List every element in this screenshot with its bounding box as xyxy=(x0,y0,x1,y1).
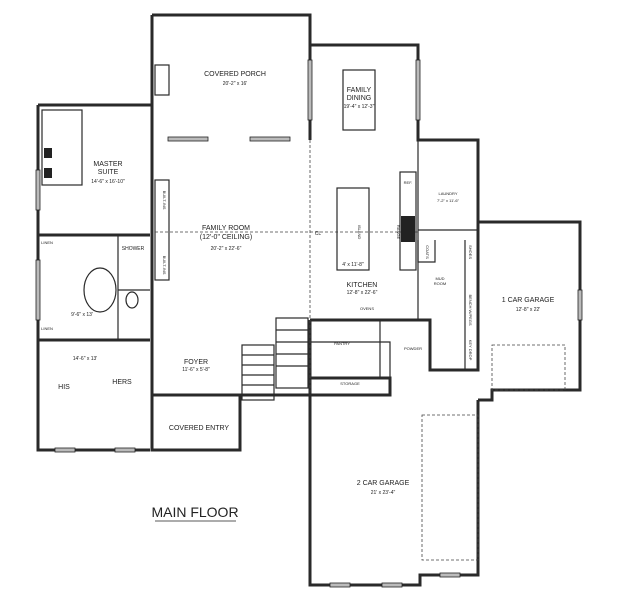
kitchen-dims: 12'-8" x 22'-6" xyxy=(347,290,378,296)
centerline-label: CL xyxy=(315,231,322,237)
master-suite-label: MASTER xyxy=(93,161,122,168)
family-room-ceiling: (12'-0" CEILING) xyxy=(200,234,252,241)
family-dining-label: FAMILY xyxy=(347,87,372,94)
family-dining-dims: 19'-4" x 12'-3" xyxy=(344,104,375,110)
master-suite-dims: 14'-6" x 16'-10" xyxy=(91,179,125,185)
one-car-garage-label: 1 CAR GARAGE xyxy=(502,297,555,304)
mud-room-label: MUD xyxy=(435,276,444,281)
mud-room-label-2: ROOM xyxy=(434,281,446,286)
walls xyxy=(35,13,583,588)
shoes-label: SHOES xyxy=(468,245,473,259)
master-suite-label-2: SUITE xyxy=(98,169,119,176)
family-room-dims: 20'-2" x 22'-6" xyxy=(211,246,242,252)
coats-label: COATS xyxy=(425,245,430,259)
one-car-garage-dims: 12'-8" x 22' xyxy=(516,307,541,313)
key-drop-label: KEY DROP xyxy=(468,340,473,361)
closet-dims: 14'-6" x 13' xyxy=(73,356,98,362)
family-dining-label-2: DINING xyxy=(347,95,372,102)
storage-label: STORAGE xyxy=(340,381,360,386)
covered-entry-label: COVERED ENTRY xyxy=(169,425,229,432)
ovens-label: OVENS xyxy=(360,306,374,311)
laundry-dims: 7'-2" x 11'-6" xyxy=(437,198,460,203)
family-room-label: FAMILY ROOM xyxy=(202,225,250,232)
linen-label: LINEN xyxy=(41,240,53,245)
foyer-dims: 11'-6" x 5'-8" xyxy=(182,367,210,373)
kitchen-label: KITCHEN xyxy=(347,282,378,289)
two-car-garage-dims: 21' x 23'-4" xyxy=(371,490,396,496)
range-label: RANGE xyxy=(396,225,401,240)
island-label: ISLAND xyxy=(357,225,362,240)
floor-title: MAIN FLOOR xyxy=(151,504,238,520)
linen-label-2: LINEN xyxy=(41,326,53,331)
built-ins-label: BUILT-INS xyxy=(162,191,167,210)
ref-label: REF. xyxy=(404,180,413,185)
built-ins-label-2: BUILT-INS xyxy=(162,256,167,275)
his-closet-label: HIS xyxy=(58,384,70,391)
foyer-label: FOYER xyxy=(184,359,208,366)
two-car-garage-label: 2 CAR GARAGE xyxy=(357,480,410,487)
covered-porch-label: COVERED PORCH xyxy=(204,71,266,78)
bench-label: BENCH W/PEGS xyxy=(468,294,473,325)
covered-porch-dims: 20'-2" x 16' xyxy=(223,81,248,87)
master-bath-dims: 9'-6" x 13' xyxy=(71,312,93,318)
hers-closet-label: HERS xyxy=(112,379,132,386)
island-dims: 4' x 11'-8" xyxy=(342,262,364,268)
laundry-label: LAUNDRY xyxy=(438,191,457,196)
shower-label: SHOWER xyxy=(122,246,145,252)
powder-label: POWDER xyxy=(404,346,422,351)
pantry-label: PANTRY xyxy=(334,341,350,346)
